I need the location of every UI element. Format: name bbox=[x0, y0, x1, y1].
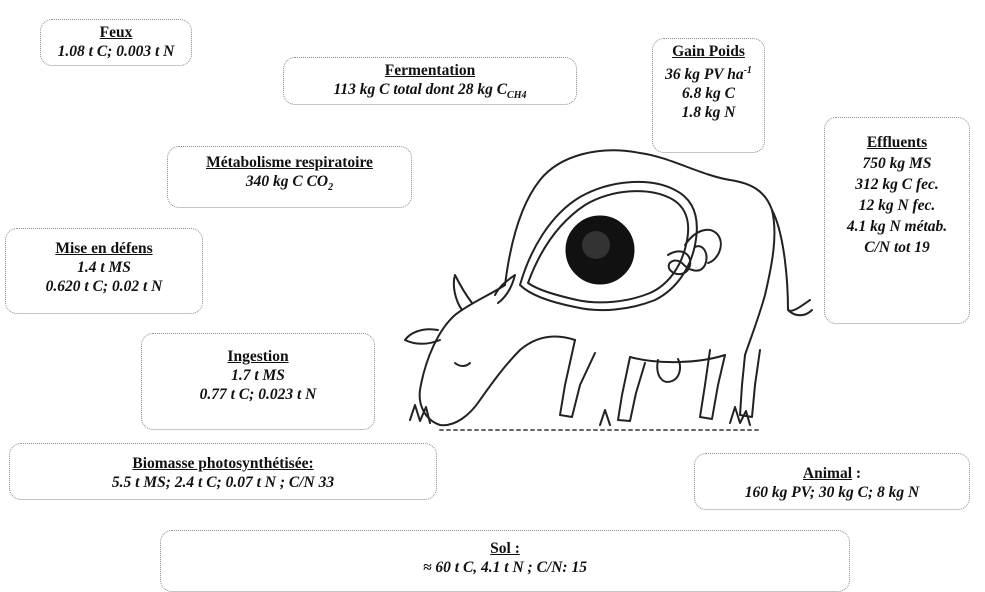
fermentation-value: 113 kg C total dont 28 kg CCH4 bbox=[284, 80, 576, 105]
biomasse-box: Biomasse photosynthétisée: 5.5 t MS; 2.4… bbox=[9, 443, 437, 500]
mise-en-defens-ms: 1.4 t MS bbox=[6, 258, 202, 277]
effluents-title: Effluents bbox=[825, 132, 969, 153]
cow-intestine bbox=[668, 246, 707, 274]
cow-head bbox=[420, 285, 575, 425]
mise-en-defens-cn: 0.620 t C; 0.02 t N bbox=[6, 277, 202, 296]
metabolisme-box: Métabolisme respiratoire 340 kg C CO2 bbox=[167, 146, 412, 208]
ingestion-title: Ingestion bbox=[142, 347, 374, 366]
biomasse-value: 5.5 t MS; 2.4 t C; 0.07 t N ; C/N 33 bbox=[10, 473, 436, 492]
mise-en-defens-box: Mise en défens 1.4 t MS 0.620 t C; 0.02 … bbox=[5, 228, 203, 314]
fermentation-box: Fermentation 113 kg C total dont 28 kg C… bbox=[283, 57, 577, 105]
animal-title: Animal bbox=[803, 465, 852, 482]
sol-value: ≈ 60 t C, 4.1 t N ; C/N: 15 bbox=[161, 558, 849, 577]
sol-box: Sol : ≈ 60 t C, 4.1 t N ; C/N: 15 bbox=[160, 530, 850, 592]
effluents-c: 312 kg C fec. bbox=[825, 174, 969, 195]
feux-title: Feux bbox=[41, 23, 191, 42]
animal-box: Animal : 160 kg PV; 30 kg C; 8 kg N bbox=[694, 453, 970, 510]
feux-value: 1.08 t C; 0.003 t N bbox=[41, 42, 191, 61]
cow-illustration bbox=[400, 135, 820, 445]
gain-poids-n: 1.8 kg N bbox=[653, 103, 764, 122]
effluents-n-metab: 4.1 kg N métab. bbox=[825, 216, 969, 237]
cow-tail bbox=[772, 210, 812, 315]
ingestion-box: Ingestion 1.7 t MS 0.77 t C; 0.023 t N bbox=[141, 333, 375, 430]
cow-front-leg bbox=[618, 357, 645, 421]
metabolisme-sub: 2 bbox=[328, 182, 333, 193]
mise-en-defens-title: Mise en défens bbox=[6, 239, 202, 258]
fermentation-sub: CH4 bbox=[507, 90, 526, 101]
fermentation-title: Fermentation bbox=[284, 61, 576, 80]
effluents-cn: C/N tot 19 bbox=[825, 237, 969, 258]
grass bbox=[410, 405, 750, 425]
gain-poids-box: Gain Poids 36 kg PV ha-1 6.8 kg C 1.8 kg… bbox=[652, 38, 765, 153]
gain-poids-pv-text: 36 kg PV ha bbox=[665, 66, 744, 83]
metabolisme-title: Métabolisme respiratoire bbox=[168, 153, 411, 172]
gain-poids-title: Gain Poids bbox=[653, 42, 764, 61]
gain-poids-c: 6.8 kg C bbox=[653, 84, 764, 103]
gain-poids-pv-sup: -1 bbox=[744, 65, 752, 76]
feux-box: Feux 1.08 t C; 0.003 t N bbox=[40, 19, 192, 66]
animal-title-line: Animal : bbox=[695, 464, 969, 483]
gain-poids-pv: 36 kg PV ha-1 bbox=[653, 61, 764, 84]
effluents-ms: 750 kg MS bbox=[825, 153, 969, 174]
sol-title: Sol : bbox=[161, 539, 849, 558]
metabolisme-text: 340 kg C CO bbox=[246, 173, 328, 190]
effluents-box: Effluents 750 kg MS 312 kg C fec. 12 kg … bbox=[824, 117, 970, 324]
effluents-n: 12 kg N fec. bbox=[825, 195, 969, 216]
biomasse-title: Biomasse photosynthétisée: bbox=[10, 454, 436, 473]
ingestion-ms: 1.7 t MS bbox=[142, 366, 374, 385]
animal-title-suffix: : bbox=[852, 465, 861, 482]
fermentation-text: 113 kg C total dont 28 kg C bbox=[334, 81, 508, 98]
cow-hind-leg bbox=[740, 350, 760, 417]
animal-value: 160 kg PV; 30 kg C; 8 kg N bbox=[695, 483, 969, 502]
ingestion-cn: 0.77 t C; 0.023 t N bbox=[142, 385, 374, 404]
metabolisme-value: 340 kg C CO2 bbox=[168, 172, 411, 197]
